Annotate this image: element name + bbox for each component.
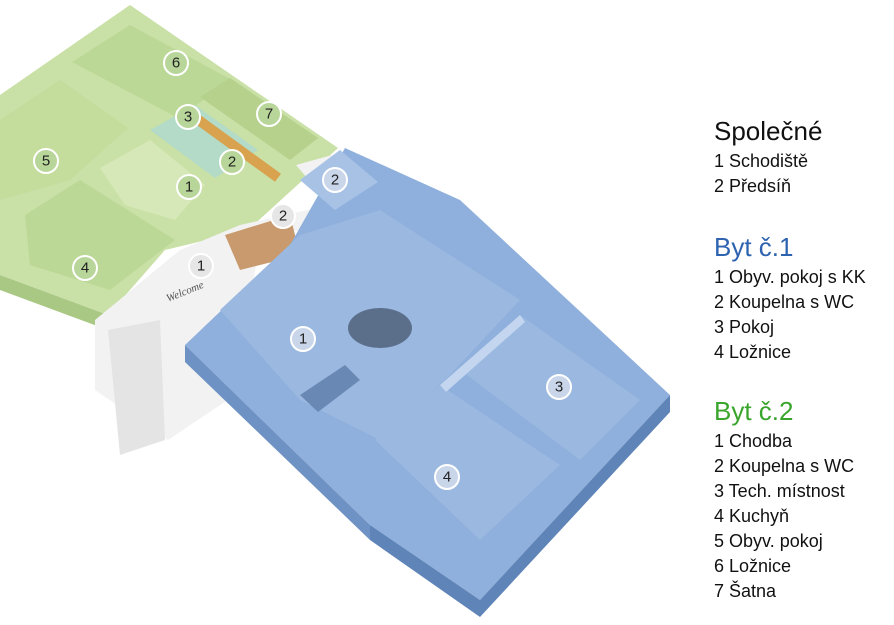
legend-byt2-title: Byt č.2 — [714, 396, 794, 426]
badge-byt1-4: 4 — [434, 464, 460, 490]
badge-byt1-3: 3 — [546, 374, 572, 400]
badge-byt2-1: 1 — [176, 174, 202, 200]
badge-byt2-7: 7 — [256, 101, 282, 127]
badge-byt2-4: 4 — [72, 255, 98, 281]
legend-item: 1 Schodiště — [714, 151, 809, 171]
dining-table — [348, 308, 412, 348]
svg-text:7: 7 — [265, 106, 273, 123]
legend-item: 4 Kuchyň — [714, 506, 790, 526]
legend-common-list: 1 Schodiště 2 Předsíň — [714, 149, 892, 199]
legend-item: 2 Koupelna s WC — [714, 292, 855, 312]
svg-text:1: 1 — [299, 331, 307, 348]
badge-byt2-3: 3 — [175, 104, 201, 130]
badge-byt2-6: 6 — [163, 50, 189, 76]
badge-byt2-5: 5 — [33, 148, 59, 174]
svg-text:2: 2 — [228, 154, 236, 171]
legend-common: Společné 1 Schodiště 2 Předsíň — [714, 116, 892, 199]
legend-byt1-title: Byt č.1 — [714, 232, 794, 262]
legend-byt2: Byt č.2 1 Chodba 2 Koupelna s WC 3 Tech.… — [714, 396, 892, 604]
legend-item: 1 Obyv. pokoj s KK — [714, 267, 866, 287]
common-stair-front — [108, 320, 165, 455]
svg-text:3: 3 — [184, 109, 192, 126]
legend-item: 7 Šatna — [714, 581, 777, 601]
legend-item: 3 Pokoj — [714, 317, 775, 337]
byt2-wardrobe-shelf — [190, 111, 281, 182]
byt2-room-living — [0, 80, 128, 200]
svg-text:1: 1 — [185, 179, 193, 196]
svg-text:3: 3 — [555, 379, 563, 396]
byt2-outer-wall — [0, 275, 108, 330]
badge-byt2-2: 2 — [219, 149, 245, 175]
badge-byt1-2: 2 — [322, 167, 348, 193]
legend-item: 3 Tech. místnost — [714, 481, 845, 501]
legend-item: 6 Ložnice — [714, 556, 792, 576]
legend-byt2-list: 1 Chodba 2 Koupelna s WC 3 Tech. místnos… — [714, 429, 892, 604]
svg-text:2: 2 — [279, 208, 287, 225]
byt2-room-kitchen — [25, 180, 175, 290]
svg-text:2: 2 — [331, 172, 339, 189]
byt2-room-bedroom — [72, 25, 232, 118]
byt1-room-bedroom — [375, 385, 560, 540]
svg-text:4: 4 — [81, 260, 89, 277]
legend-item: 1 Chodba — [714, 431, 793, 451]
legend-item: 5 Obyv. pokoj — [714, 531, 823, 551]
byt1-outer-wall-right — [370, 395, 670, 617]
legend-byt1: Byt č.1 1 Obyv. pokoj s KK 2 Koupelna s … — [714, 232, 892, 365]
legend-byt1-list: 1 Obyv. pokoj s KK 2 Koupelna s WC 3 Pok… — [714, 265, 892, 365]
byt1-wall-divider — [440, 315, 525, 392]
legend-item: 4 Ložnice — [714, 342, 792, 362]
byt1-outer-wall-left — [185, 345, 370, 540]
badge-byt1-1: 1 — [290, 326, 316, 352]
legend-item: 2 Předsíň — [714, 176, 792, 196]
sofa — [300, 365, 360, 412]
svg-text:6: 6 — [172, 55, 180, 72]
svg-text:5: 5 — [42, 153, 50, 170]
svg-text:1: 1 — [197, 258, 205, 275]
badge-common-1: 1 — [188, 253, 214, 279]
svg-text:4: 4 — [443, 469, 451, 486]
legend-item: 2 Koupelna s WC — [714, 456, 855, 476]
badge-common-2: 2 — [270, 203, 296, 229]
byt2-room-corridor — [100, 140, 205, 220]
legend-common-title: Společné — [714, 116, 823, 146]
